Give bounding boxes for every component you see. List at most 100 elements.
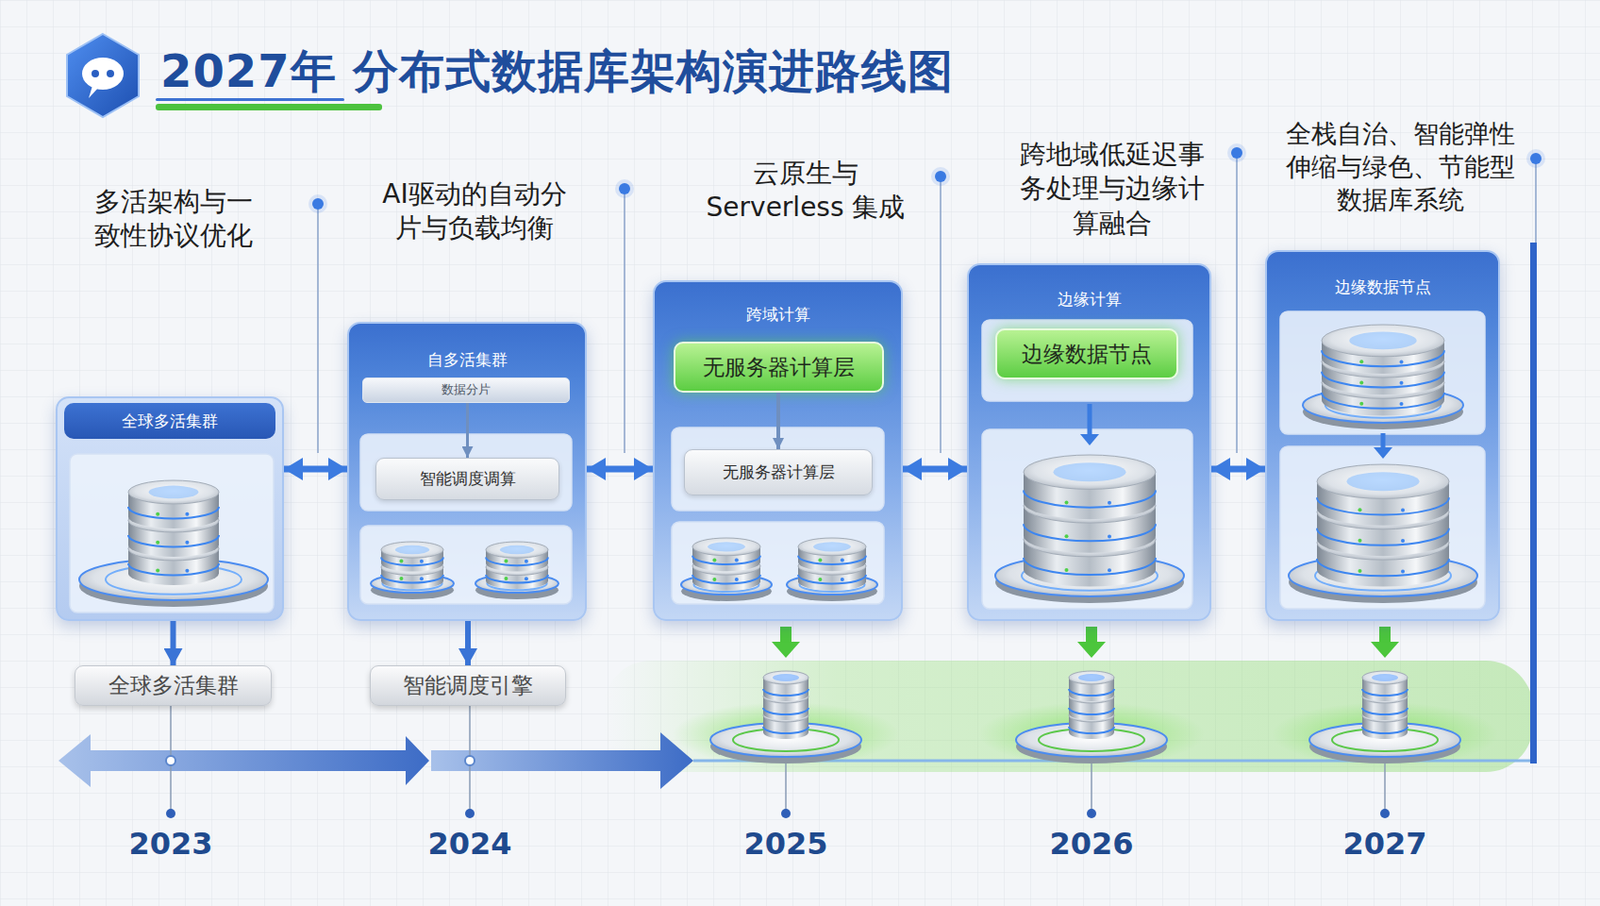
disk-top [1321, 324, 1445, 357]
year-dot [781, 808, 791, 818]
disk-top [692, 537, 761, 556]
diagram-title: 2027年 分布式数据库架构演进路线图 [160, 41, 954, 102]
disk-stripe [692, 574, 761, 584]
status-light [817, 577, 822, 582]
leader-halo [931, 166, 950, 186]
flow-arrow [586, 466, 653, 473]
status-light [419, 559, 424, 564]
leader-line [316, 203, 319, 453]
status-light [503, 559, 508, 564]
status-light [1358, 507, 1363, 512]
stage-panel: 边缘计算边缘数据节点 [966, 263, 1212, 621]
panel-illustration [968, 265, 1214, 623]
leader-dot [1231, 147, 1243, 159]
leader-dot [618, 183, 631, 195]
disk-stripe [128, 563, 219, 575]
leader-line [1235, 152, 1238, 453]
disk-stripe [798, 555, 867, 565]
inner-frame [360, 433, 572, 511]
right-bar [1530, 242, 1537, 764]
green-band [603, 660, 1534, 772]
disk-glow-top [500, 545, 534, 554]
milestone-text: AI驱动的自动分片与负载均衡 [376, 177, 573, 247]
milestone-text: 全栈自治、智能弹性伸缩与绿色、节能型数据库系统 [1278, 116, 1522, 217]
database-disk [1271, 670, 1499, 767]
stage-panel: 边缘数据节点 [1265, 250, 1500, 621]
disk-glow-top [1053, 462, 1127, 482]
logo-hexagon [66, 33, 139, 117]
status-light [1065, 567, 1069, 572]
inner-frame [671, 521, 884, 604]
year-label: 2027 [1328, 824, 1442, 865]
flow-arrow-shaft [1381, 433, 1386, 450]
inner-frame [982, 429, 1193, 609]
database-disk [672, 670, 900, 767]
logo-bubble [82, 57, 124, 90]
disk-stripe [1023, 489, 1156, 507]
box-label: 边缘数据节点 [1021, 340, 1152, 368]
status-light [184, 540, 189, 545]
disk-stripe [485, 557, 549, 567]
leader-halo [615, 179, 634, 199]
data-bar: 数据分片 [362, 377, 570, 403]
panel-heading: 边缘计算 [968, 288, 1210, 310]
disk-glow-top [707, 541, 746, 551]
disk-glow-top [1347, 471, 1420, 491]
label-slot: 多活架构与一致性协议优化 [88, 184, 259, 254]
result-pill: 智能调度引擎 [369, 665, 567, 706]
process-box: 智能调度调算 [375, 457, 560, 500]
leader-line [939, 176, 942, 453]
milestone-text: 多活架构与一致性协议优化 [88, 184, 259, 254]
label-slot: 全栈自治、智能弹性伸缩与绿色、节能型数据库系统 [1278, 116, 1522, 217]
leader-dot [934, 170, 947, 183]
flow-arrow [466, 402, 469, 458]
disk-top [128, 480, 219, 504]
status-light [734, 577, 739, 582]
highlight-box: 边缘数据节点 [995, 328, 1179, 380]
status-light [155, 568, 160, 573]
status-light [1359, 401, 1364, 406]
status-light [1400, 568, 1405, 573]
label-slot: 2024 [413, 824, 527, 865]
status-light [734, 558, 739, 563]
disk-top [381, 541, 444, 558]
box-label: 智能调度调算 [419, 468, 517, 489]
disk-stripe [128, 534, 219, 547]
inner-frame [1280, 446, 1485, 609]
label-slot: AI驱动的自动分片与负载均衡 [376, 177, 573, 247]
disk-stripe [381, 557, 444, 567]
status-light [1400, 381, 1404, 385]
disk-top [798, 537, 867, 556]
inner-frame [360, 525, 572, 604]
stage-panel: 跨域计算无服务器计算层无服务器计算层 [652, 280, 903, 621]
year-dot [1086, 808, 1097, 818]
status-light [1358, 538, 1363, 543]
leader-halo [1227, 143, 1247, 163]
disk-stripe [1316, 497, 1450, 515]
label-slot: 云原生与 Serverless 集成 [687, 156, 924, 226]
green-arrow [1370, 626, 1400, 658]
timeline-arrow [58, 733, 430, 787]
disk-stripe [381, 574, 444, 584]
milestone-text: 跨地域低延迟事务处理与边缘计算融合 [1016, 137, 1209, 241]
status-light [840, 558, 845, 563]
disk-stripe [1316, 558, 1450, 576]
highlight-box: 无服务器计算层 [673, 341, 884, 393]
flow-arrow-head [1080, 433, 1100, 446]
status-light [419, 576, 424, 581]
inner-frame [671, 427, 884, 511]
flow-arrow-shaft [1087, 403, 1093, 436]
title-rule [155, 98, 345, 101]
disk-stripe [1316, 528, 1450, 546]
disk-glow-top [813, 541, 851, 551]
status-light [1107, 567, 1112, 572]
logo-tail [88, 85, 100, 99]
status-light [1358, 568, 1363, 573]
panel-heading: 自多活集群 [349, 349, 585, 370]
disk-stripe [485, 574, 549, 584]
timeline-dot [166, 755, 176, 766]
status-light [1359, 380, 1364, 384]
leader-dot [312, 198, 324, 210]
